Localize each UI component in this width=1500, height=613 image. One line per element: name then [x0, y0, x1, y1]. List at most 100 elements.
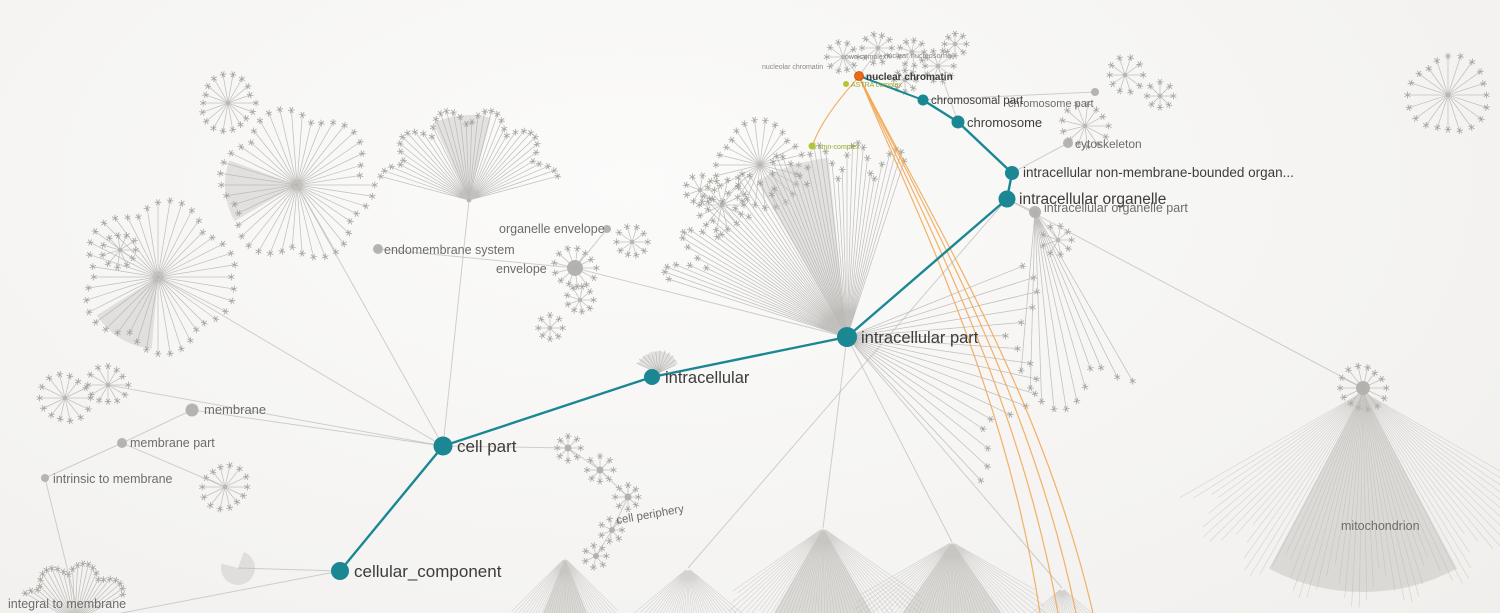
leaf-node[interactable] [256, 117, 264, 125]
leaf-node[interactable] [854, 139, 862, 147]
leaf-node[interactable] [1407, 79, 1415, 87]
leaf-node[interactable] [143, 346, 150, 353]
leaf-node[interactable] [166, 197, 174, 204]
leaf-node[interactable] [1444, 52, 1452, 60]
leaf-node[interactable] [947, 72, 955, 79]
leaf-node[interactable] [858, 44, 866, 52]
leaf-node[interactable] [1105, 122, 1112, 130]
leaf-node[interactable] [1074, 140, 1082, 148]
leaf-node[interactable] [244, 483, 251, 491]
leaf-node[interactable] [210, 124, 217, 132]
leaf-node[interactable] [712, 161, 719, 169]
leaf-node[interactable] [353, 210, 361, 217]
term-node[interactable] [1063, 138, 1073, 148]
leaf-node[interactable] [804, 164, 811, 171]
leaf-node[interactable] [624, 481, 632, 489]
fan-center-node[interactable] [62, 395, 68, 401]
leaf-node[interactable] [527, 129, 535, 137]
leaf-node[interactable] [166, 350, 174, 358]
leaf-node[interactable] [861, 54, 869, 61]
term-node[interactable] [373, 244, 383, 254]
leaf-node[interactable] [590, 274, 598, 282]
leaf-node[interactable] [581, 557, 589, 565]
leaf-node[interactable] [768, 190, 775, 198]
leaf-node[interactable] [512, 128, 519, 136]
leaf-node[interactable] [564, 244, 571, 252]
leaf-node[interactable] [779, 153, 786, 160]
leaf-node[interactable] [686, 261, 694, 269]
leaf-node[interactable] [606, 537, 613, 545]
term-node[interactable] [1091, 88, 1099, 96]
leaf-node[interactable] [590, 296, 597, 304]
leaf-node[interactable] [119, 373, 127, 380]
leaf-node[interactable] [102, 325, 110, 333]
leaf-node[interactable] [411, 128, 419, 136]
leaf-node[interactable] [200, 494, 208, 501]
leaf-node[interactable] [216, 505, 224, 513]
leaf-node[interactable] [228, 297, 236, 305]
leaf-node[interactable] [704, 205, 712, 213]
leaf-node[interactable] [586, 304, 594, 312]
leaf-node[interactable] [100, 576, 107, 584]
leaf-node[interactable] [570, 306, 578, 314]
leaf-node[interactable] [420, 130, 427, 138]
leaf-node[interactable] [586, 288, 594, 295]
leaf-node[interactable] [959, 48, 967, 56]
leaf-node[interactable] [792, 180, 800, 188]
leaf-node[interactable] [1165, 101, 1173, 109]
leaf-node[interactable] [288, 243, 296, 251]
leaf-node[interactable] [792, 143, 799, 150]
leaf-node[interactable] [38, 383, 46, 391]
leaf-node[interactable] [1102, 133, 1110, 141]
leaf-node[interactable] [36, 394, 43, 402]
leaf-node[interactable] [683, 191, 690, 199]
fan-center-node[interactable] [1122, 72, 1128, 78]
leaf-node[interactable] [613, 238, 620, 246]
leaf-node[interactable] [690, 198, 697, 205]
leaf-node[interactable] [546, 311, 554, 319]
leaf-node[interactable] [126, 329, 133, 336]
term-node[interactable] [567, 260, 583, 276]
leaf-node[interactable] [131, 237, 138, 244]
leaf-node[interactable] [488, 107, 495, 115]
leaf-node[interactable] [984, 445, 992, 452]
leaf-node[interactable] [399, 157, 407, 164]
leaf-node[interactable] [104, 362, 112, 370]
leaf-node[interactable] [977, 477, 985, 484]
leaf-node[interactable] [252, 99, 260, 107]
leaf-node[interactable] [93, 569, 100, 577]
leaf-node[interactable] [745, 213, 752, 221]
leaf-node[interactable] [707, 177, 714, 185]
leaf-node[interactable] [387, 163, 395, 171]
leaf-node[interactable] [85, 560, 92, 568]
leaf-node[interactable] [822, 148, 830, 155]
leaf-node[interactable] [1405, 104, 1413, 112]
leaf-node[interactable] [823, 53, 830, 61]
leaf-node[interactable] [77, 414, 85, 422]
leaf-node[interactable] [537, 315, 545, 323]
leaf-node[interactable] [1062, 405, 1070, 413]
leaf-node[interactable] [456, 113, 464, 121]
leaf-node[interactable] [178, 200, 186, 207]
leaf-node[interactable] [37, 576, 44, 583]
leaf-node[interactable] [1026, 359, 1034, 367]
leaf-node[interactable] [1170, 92, 1177, 100]
leaf-node[interactable] [399, 133, 406, 141]
leaf-node[interactable] [84, 405, 92, 413]
leaf-node[interactable] [340, 240, 348, 248]
node-astra-complex[interactable] [843, 81, 849, 87]
leaf-node[interactable] [106, 575, 114, 583]
leaf-node[interactable] [1433, 57, 1441, 64]
leaf-node[interactable] [474, 112, 482, 119]
leaf-node[interactable] [816, 142, 823, 149]
leaf-node[interactable] [276, 106, 284, 113]
leaf-node[interactable] [1127, 54, 1135, 61]
leaf-node[interactable] [535, 160, 543, 168]
leaf-node[interactable] [1422, 121, 1430, 129]
leaf-node[interactable] [719, 198, 726, 205]
leaf-node[interactable] [796, 172, 804, 180]
leaf-node[interactable] [579, 282, 586, 290]
leaf-node[interactable] [34, 586, 41, 594]
leaf-node[interactable] [116, 580, 124, 587]
leaf-node[interactable] [869, 59, 877, 67]
